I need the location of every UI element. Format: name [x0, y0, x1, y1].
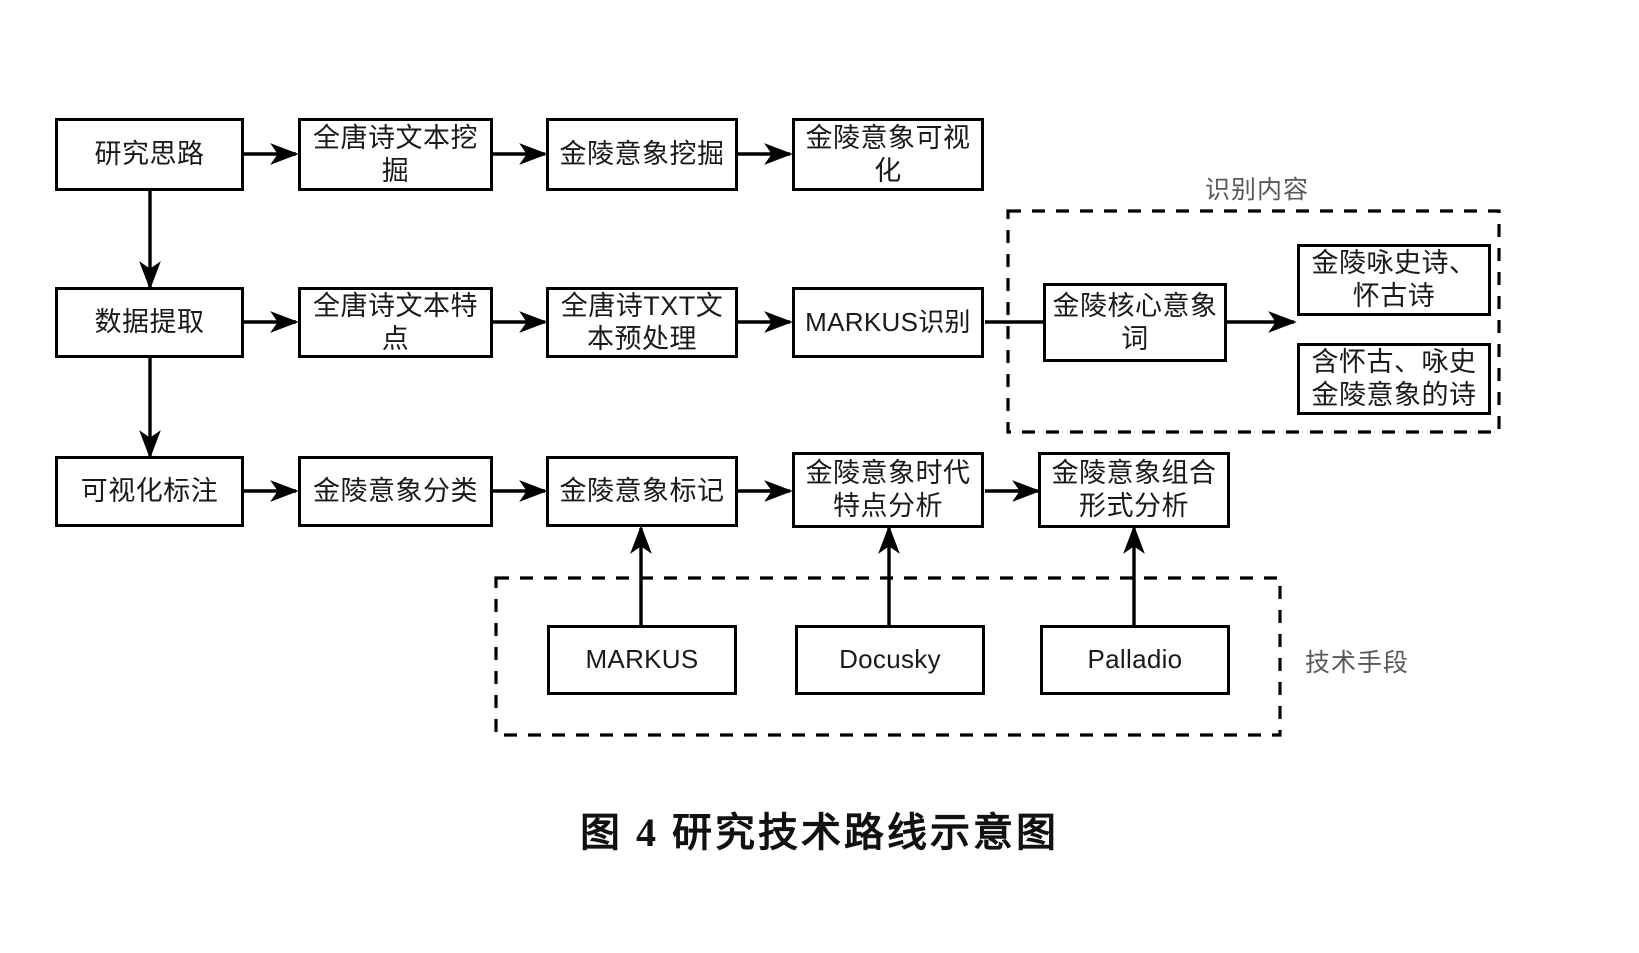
- node-quantangshi-txt-preprocess[interactable]: 全唐诗TXT文本预处理: [546, 287, 738, 358]
- node-quantangshi-text-mining[interactable]: 全唐诗文本挖掘: [298, 118, 493, 191]
- node-tool-docusky[interactable]: Docusky: [795, 625, 985, 695]
- node-jinling-core-image-words[interactable]: 金陵核心意象词: [1043, 283, 1227, 362]
- node-label: Docusky: [839, 644, 941, 675]
- node-label: 金陵咏史诗、怀古诗: [1311, 248, 1477, 311]
- node-label: 可视化标注: [80, 476, 219, 507]
- node-jinling-image-tagging[interactable]: 金陵意象标记: [546, 456, 738, 527]
- node-label: MARKUS: [585, 644, 699, 675]
- node-label: 金陵意象组合形式分析: [1051, 458, 1217, 521]
- node-tool-markus[interactable]: MARKUS: [547, 625, 737, 695]
- node-label: 全唐诗TXT文本预处理: [560, 290, 724, 354]
- node-label: 含怀古、咏史金陵意象的诗: [1311, 347, 1477, 410]
- node-jinling-image-combination-analysis[interactable]: 金陵意象组合形式分析: [1038, 452, 1230, 528]
- node-markus-recognition[interactable]: MARKUS识别: [792, 287, 984, 358]
- node-label: 研究思路: [94, 139, 205, 170]
- node-label: 数据提取: [94, 307, 205, 338]
- node-jinling-history-poems[interactable]: 金陵咏史诗、怀古诗: [1297, 244, 1491, 316]
- node-data-extraction[interactable]: 数据提取: [55, 287, 244, 358]
- node-tool-palladio[interactable]: Palladio: [1040, 625, 1230, 695]
- node-label: 金陵意象挖掘: [559, 139, 725, 170]
- node-quantangshi-text-features[interactable]: 全唐诗文本特点: [298, 287, 493, 358]
- node-research-approach[interactable]: 研究思路: [55, 118, 244, 191]
- node-label: 金陵意象可视化: [805, 122, 971, 186]
- horizontal-arrows: [244, 143, 1297, 502]
- technical-group-boundary: [494, 576, 1282, 737]
- vertical-arrows: [139, 191, 1145, 625]
- node-label: 金陵核心意象词: [1052, 290, 1218, 354]
- node-label: 全唐诗文本特点: [313, 290, 478, 354]
- figure-caption: 图 4 研究技术路线示意图: [580, 810, 1059, 855]
- node-visual-annotation[interactable]: 可视化标注: [55, 456, 244, 527]
- node-label: 金陵意象分类: [313, 476, 478, 507]
- node-label: MARKUS识别: [805, 306, 971, 337]
- node-jinling-image-mining[interactable]: 金陵意象挖掘: [546, 118, 738, 191]
- node-jinling-image-era-analysis[interactable]: 金陵意象时代特点分析: [792, 452, 984, 528]
- technical-group-label: 技术手段: [1305, 650, 1410, 677]
- node-label: 金陵意象时代特点分析: [805, 458, 971, 521]
- node-label: 金陵意象标记: [559, 476, 725, 507]
- recognition-group-label: 识别内容: [1205, 177, 1310, 204]
- node-jinling-image-classification[interactable]: 金陵意象分类: [298, 456, 493, 527]
- recognition-group-boundary: [1006, 209, 1501, 434]
- node-nostalgia-history-jinling-poems[interactable]: 含怀古、咏史金陵意象的诗: [1297, 343, 1491, 415]
- node-jinling-image-visualization[interactable]: 金陵意象可视化: [792, 118, 984, 191]
- node-label: 全唐诗文本挖掘: [313, 122, 478, 186]
- node-label: Palladio: [1087, 644, 1183, 675]
